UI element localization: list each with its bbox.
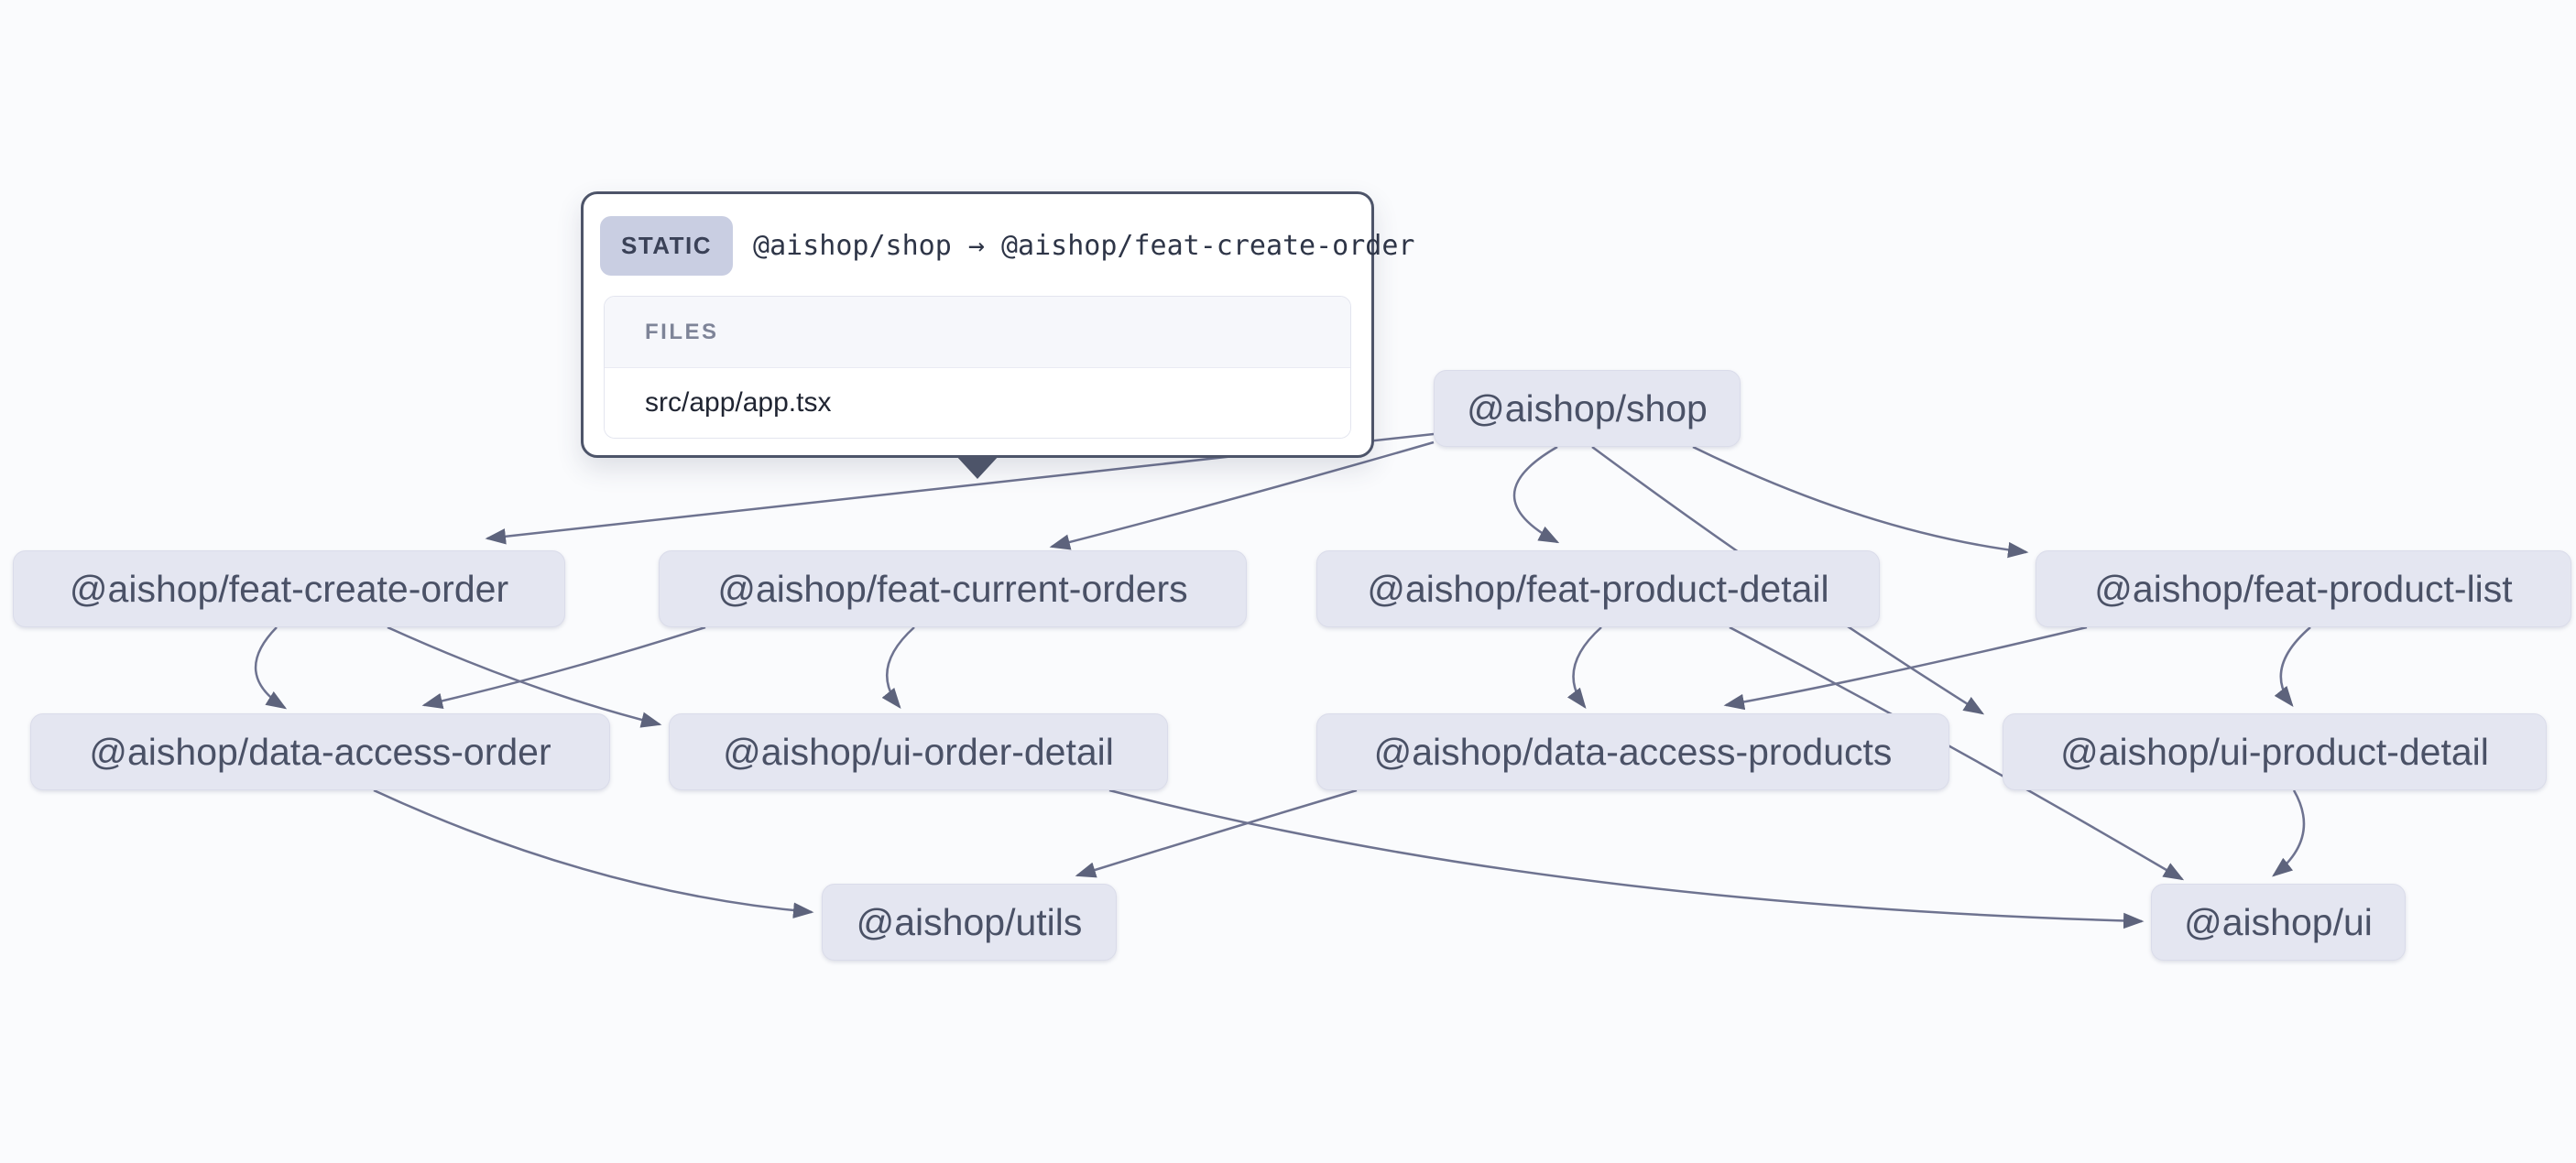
edge-ui-product-detail-to-ui[interactable] [2272,789,2306,877]
edge-feat-product-list-to-ui-product-detail[interactable] [2274,626,2311,707]
graph-node-feat-create-order[interactable]: @aishop/feat-create-order [13,550,565,627]
graph-node-ui[interactable]: @aishop/ui [2151,884,2406,961]
graph-node-ui-product-detail[interactable]: @aishop/ui-product-detail [2003,713,2547,790]
edge-feat-current-orders-to-data-access-order[interactable] [421,625,706,710]
tooltip-pointer-icon [955,455,999,479]
edge-feat-product-list-to-data-access-products[interactable] [1723,625,2088,711]
edge-tooltip-title: @aishop/shop → @aishop/feat-create-order [753,230,1415,262]
graph-node-shop[interactable]: @aishop/shop [1434,370,1741,447]
edge-tooltip: STATIC @aishop/shop → @aishop/feat-creat… [581,191,1415,479]
dependency-type-badge: STATIC [600,216,734,276]
edge-feat-product-detail-to-data-access-products[interactable] [1566,626,1602,709]
edge-feat-current-orders-to-ui-order-detail[interactable] [881,626,915,709]
files-list: src/app/app.tsx [605,368,1350,438]
graph-node-data-access-products[interactable]: @aishop/data-access-products [1316,713,1949,790]
graph-node-feat-product-list[interactable]: @aishop/feat-product-list [2036,550,2571,627]
edge-shop-to-feat-product-list[interactable] [1692,445,2029,559]
graph-node-ui-order-detail[interactable]: @aishop/ui-order-detail [669,713,1168,790]
edge-feat-create-order-to-ui-order-detail[interactable] [387,625,662,728]
edge-feat-product-detail-to-ui[interactable] [1729,625,2185,881]
edge-feat-create-order-to-data-access-order[interactable] [255,626,288,710]
files-panel-header: FILES [605,297,1350,368]
graph-node-utils[interactable]: @aishop/utils [822,884,1117,961]
edge-shop-to-feat-current-orders[interactable] [1049,440,1435,550]
edge-ui-order-detail-to-ui[interactable] [1108,788,2145,929]
edge-data-access-products-to-utils[interactable] [1075,788,1358,878]
edge-data-access-order-to-utils[interactable] [373,788,814,918]
edge-tooltip-header: STATIC @aishop/shop → @aishop/feat-creat… [584,194,1415,276]
graph-node-feat-product-detail[interactable]: @aishop/feat-product-detail [1316,550,1880,627]
graph-node-feat-current-orders[interactable]: @aishop/feat-current-orders [659,550,1247,627]
file-row: src/app/app.tsx [605,368,1350,438]
edge-shop-to-feat-product-detail[interactable] [1512,445,1560,544]
files-panel: FILES src/app/app.tsx [604,296,1351,439]
graph-node-data-access-order[interactable]: @aishop/data-access-order [30,713,610,790]
